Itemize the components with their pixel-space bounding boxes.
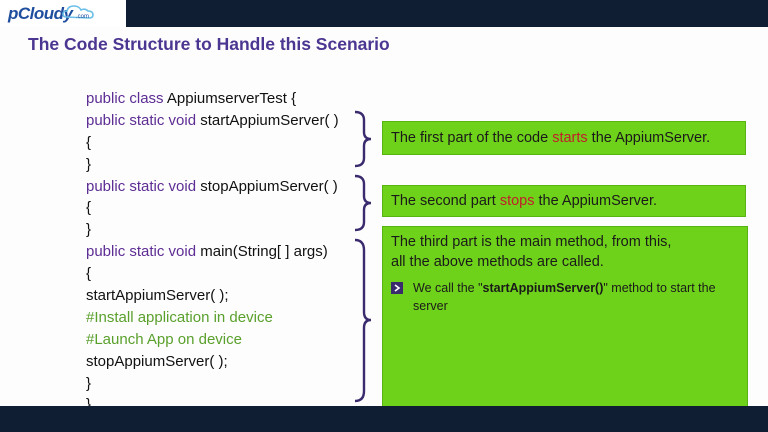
code-block: public class AppiumserverTest {public st…: [86, 88, 339, 416]
callout-third-part: The third part is the main method, from …: [382, 226, 748, 407]
code-line: public static void main(String[ ] args): [86, 241, 339, 263]
code-identifier: startAppiumServer( ): [200, 111, 339, 129]
code-keyword: public class: [86, 90, 167, 107]
code-line: }: [86, 221, 92, 239]
brace-second: [354, 174, 372, 232]
code-identifier: main(String[ ] args): [200, 243, 328, 261]
brace-first: [354, 110, 372, 168]
code-line: public static void stopAppiumServer( ): [86, 176, 339, 198]
code-line: }: [86, 396, 92, 414]
code-line: {: [86, 199, 92, 217]
code-line: }: [86, 374, 92, 392]
code-line: {: [86, 133, 92, 151]
slide-title: The Code Structure to Handle this Scenar…: [28, 34, 390, 54]
code-line: stopAppiumServer( );: [86, 352, 228, 370]
code-keyword: public static void: [86, 111, 201, 129]
bullet-text: We call the "startAppiumServer()" method…: [413, 281, 716, 313]
code-identifier: AppiumserverTest {: [166, 90, 297, 107]
code-line: public class AppiumserverTest {: [86, 88, 339, 110]
code-keyword: public static void: [86, 177, 201, 195]
code-keyword: public static void: [86, 243, 201, 261]
logo-text: pCloudy: [8, 4, 73, 23]
cloud-icon: .com: [62, 5, 94, 20]
bullet-arrow-icon: [391, 282, 403, 294]
code-line: {: [86, 265, 92, 283]
logo: pCloudy .com: [0, 0, 126, 27]
callout-first-part: The first part of the code starts the Ap…: [382, 121, 746, 155]
bottom-bar: [0, 406, 768, 432]
code-line: startAppiumServer( );: [86, 287, 229, 305]
code-identifier: stopAppiumServer( ): [200, 177, 338, 195]
callout-first-text: The first part of the code starts the Ap…: [391, 130, 711, 146]
callout-second-text: The second part stops the AppiumServer.: [391, 193, 658, 209]
code-line: }: [86, 155, 92, 173]
logo-suffix: .com: [76, 14, 89, 20]
code-line: public static void startAppiumServer( ): [86, 110, 339, 132]
code-line: #Install application in device: [86, 308, 273, 326]
callout-third-text: The third part is the main method, from …: [391, 234, 672, 270]
code-line: #Launch App on device: [86, 330, 242, 348]
callout-second-part: The second part stops the AppiumServer.: [382, 185, 746, 217]
top-bar: pCloudy .com: [0, 0, 768, 27]
brace-third: [354, 238, 372, 403]
